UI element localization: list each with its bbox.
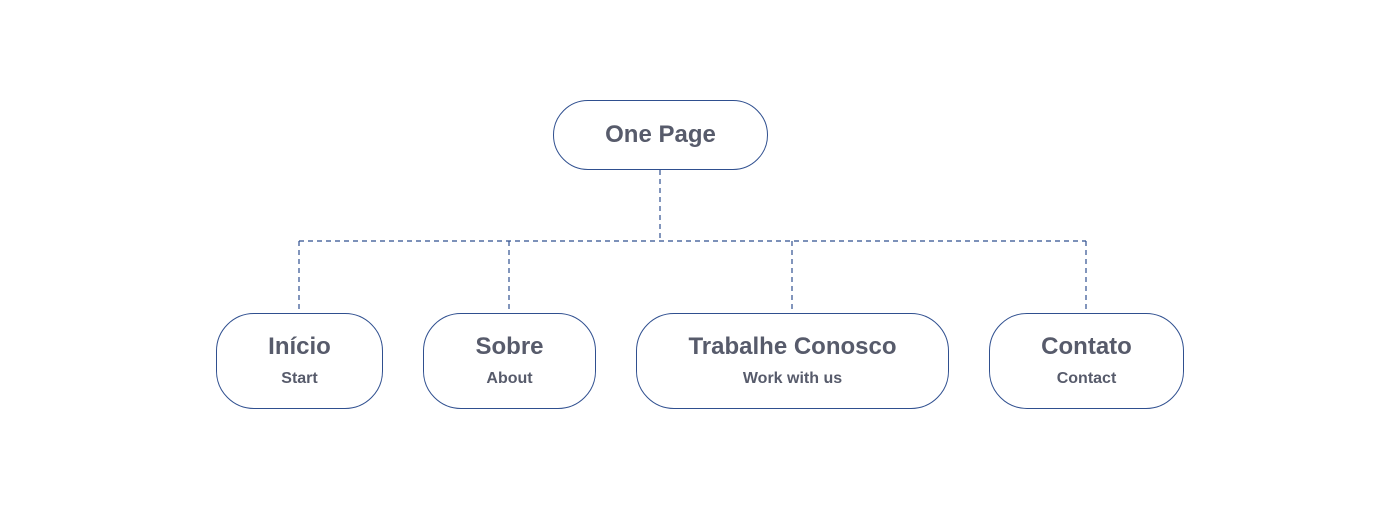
node-contato: Contato Contact <box>989 313 1184 409</box>
node-sobre: Sobre About <box>423 313 596 409</box>
root-node-one-page: One Page <box>553 100 768 170</box>
node-trabalhe-conosco-title: Trabalhe Conosco <box>688 333 897 360</box>
root-node-title: One Page <box>605 121 716 148</box>
node-inicio: Início Start <box>216 313 383 409</box>
node-inicio-title: Início <box>268 333 331 360</box>
node-sobre-subtitle: About <box>486 370 533 387</box>
node-inicio-subtitle: Start <box>281 370 318 387</box>
node-contato-title: Contato <box>1041 333 1132 360</box>
node-trabalhe-conosco-subtitle: Work with us <box>742 370 843 387</box>
node-contato-subtitle: Contact <box>1056 370 1117 387</box>
node-trabalhe-conosco: Trabalhe Conosco Work with us <box>636 313 949 409</box>
node-sobre-title: Sobre <box>475 333 544 360</box>
